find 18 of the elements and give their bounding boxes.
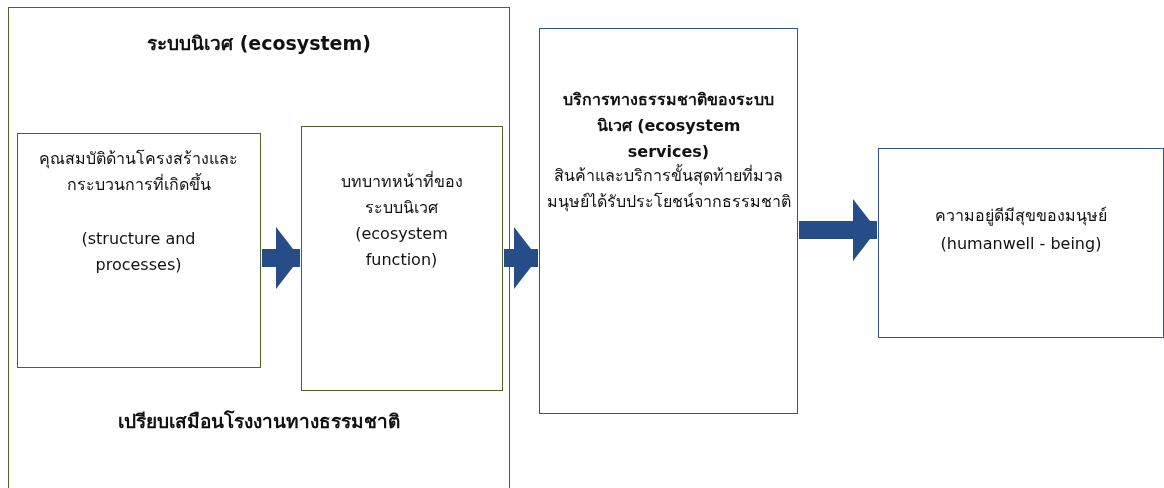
block-arrow <box>799 199 877 261</box>
box-title: บริการทางธรรมชาติของระบบนิเวศ (ecosystem services) <box>562 89 775 163</box>
process-box <box>539 28 798 414</box>
block-arrow <box>504 227 538 289</box>
box-title: คุณสมบัติด้านโครงสร้างและกระบวนการที่เกิดขึ้น <box>38 147 239 196</box>
box-text: สินค้าและบริการขั้นสุดท้ายที่มวลมนุษย์ได้รับประโยชน์จากธรรมชาติ <box>545 163 792 214</box>
process-box <box>300 125 503 391</box>
heading: ระบบนิเวศ (ecosystem) <box>146 31 372 56</box>
box-text: (structure and processes) <box>80 227 197 276</box>
process-box <box>16 132 261 368</box>
process-box <box>8 7 510 488</box>
box-title: ความอยู่ดีมีสุขของมนุษย์ <box>934 205 1108 228</box>
box-text: (humanwell - being) <box>939 233 1103 255</box>
box-text: (ecosystem function) <box>354 222 449 271</box>
heading: เปรียบเสมือนโรงงานทางธรรมชาติ <box>117 409 401 434</box>
process-box <box>878 148 1164 338</box>
box-title: บทบาทหน้าที่ของระบบนิเวศ <box>339 170 464 219</box>
block-arrow <box>262 227 300 289</box>
